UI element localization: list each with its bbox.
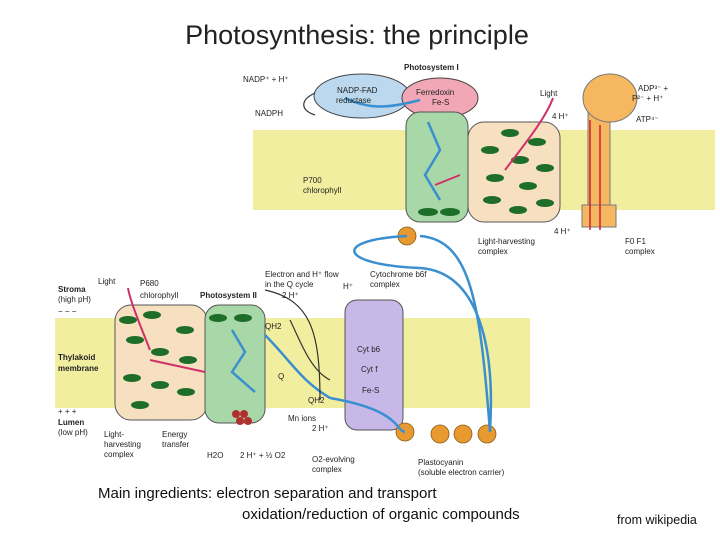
nadph-label: NADPH	[255, 109, 283, 118]
qh2-bottom-label: QH2	[308, 396, 325, 405]
page-title: Photosynthesis: the principle	[185, 20, 529, 50]
h4-mid-label: 4 H⁺	[554, 227, 571, 236]
lhc-top-label: Light-harvesting	[478, 237, 535, 246]
photosystem-2	[204, 304, 266, 424]
p680-chlorophyll-label: chlorophyll	[140, 291, 178, 300]
f0f1-complex-label: complex	[625, 247, 655, 256]
oec-complex-label: complex	[312, 465, 342, 474]
cyt-b6-label: Cyt b6	[357, 345, 381, 354]
stroma-sign: − − −	[58, 307, 77, 316]
light-top-label: Light	[540, 89, 558, 98]
f0-base	[581, 204, 617, 228]
electron-flow-arrows	[230, 96, 493, 434]
mn-ions-label: Mn ions	[288, 414, 316, 423]
reductase-label: reductase	[336, 96, 372, 105]
lhc-bottom-label-1: Light-	[104, 430, 124, 439]
p680-label: P680	[140, 279, 159, 288]
caption-line-2: oxidation/reduction of organic compounds	[242, 506, 520, 523]
lumen-ph-label: (low pH)	[58, 428, 88, 437]
q-cycle-label: in the Q cycle	[265, 280, 314, 289]
h2-q-label: 2 H⁺	[282, 291, 299, 300]
cyt-f-label: Cyt f	[361, 365, 378, 374]
mn-ion-cluster	[232, 410, 252, 425]
nadp-fad-label: NADP-FAD	[337, 86, 378, 95]
h2-bottom-label: 2 H⁺	[312, 424, 329, 433]
photosystem-1-label: Photosystem I	[404, 63, 459, 72]
eh-flow-label: Electron and H⁺ flow	[265, 270, 339, 279]
light-arrows	[127, 97, 554, 373]
water-split-label: 2 H⁺ + ½ O2	[240, 451, 286, 460]
atp-label: ATP⁴⁻	[636, 115, 659, 124]
ferredoxin-fes-label: Fe-S	[432, 98, 449, 107]
energy-label: Energy	[162, 430, 187, 439]
lhc-bottom-label-2: harvesting	[104, 440, 141, 449]
oec-label: O2-evolving	[312, 455, 355, 464]
plastocyanin-desc-label: (soluble electron carrier)	[418, 468, 505, 477]
p700-label: P700	[303, 176, 322, 185]
f0f1-label: F0 F1	[625, 237, 646, 246]
h-plus-label: H⁺	[343, 282, 353, 291]
cytochrome-b6f	[344, 299, 404, 431]
lhc-bottom-label-3: complex	[104, 450, 134, 459]
caption-line-1: Main ingredients: electron separation an…	[98, 485, 437, 502]
chlorophyll-molecules	[119, 129, 554, 409]
stroma-ph-label: (high pH)	[58, 295, 91, 304]
adp-label: ADP³⁻ +	[638, 84, 669, 93]
f0f1-stalk	[587, 109, 611, 221]
h4-top-label: 4 H⁺	[552, 112, 569, 121]
photosystem-2-label: Photosystem II	[200, 291, 257, 300]
photosystem-1	[405, 111, 469, 223]
lhc-top-complex-label: complex	[478, 247, 508, 256]
fes-label: Fe-S	[362, 386, 379, 395]
stroma-label: Stroma	[58, 285, 86, 294]
f1-head	[582, 73, 638, 123]
thylakoid-label: Thylakoid	[58, 353, 95, 362]
light-left-label: Light	[98, 277, 116, 286]
q-label: Q	[278, 372, 284, 381]
cyt-bf-label: Cytochrome b6f	[370, 270, 427, 279]
membrane-label: membrane	[58, 364, 99, 373]
lumen-label: Lumen	[58, 418, 84, 427]
plastocyanin-label: Plastocyanin	[418, 458, 463, 467]
source-credit: from wikipedia	[617, 513, 697, 527]
ferredoxin-label: Ferredoxin	[416, 88, 454, 97]
p700-chlorophyll-label: chlorophyll	[303, 186, 341, 195]
pi-label: P²⁻ + H⁺	[632, 94, 663, 103]
nadp-label: NADP⁺ + H⁺	[243, 75, 289, 84]
qh2-top-label: QH2	[265, 322, 282, 331]
lumen-sign: + + +	[58, 407, 77, 416]
cyt-bf-complex-label: complex	[370, 280, 400, 289]
h2o-label: H2O	[207, 451, 223, 460]
proton-flow-arrows	[264, 92, 331, 401]
atp-proton-path	[589, 120, 601, 230]
transfer-label: transfer	[162, 440, 189, 449]
